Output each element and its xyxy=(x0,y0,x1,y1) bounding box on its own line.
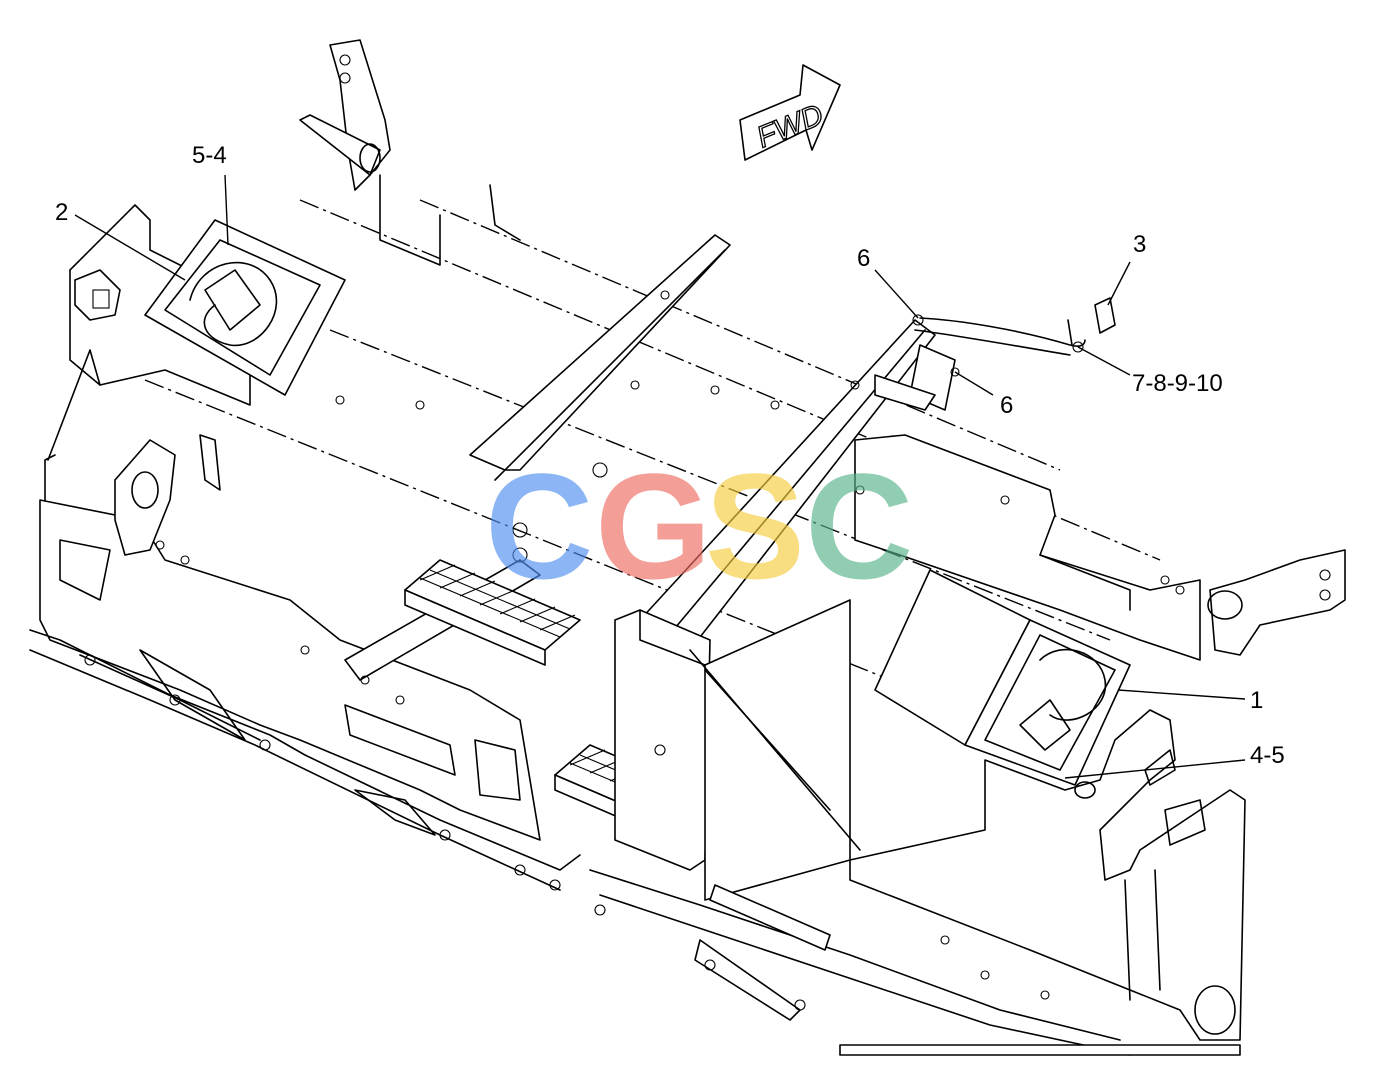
callout-7-8-9-10: 7-8-9-10 xyxy=(1132,370,1223,397)
callout-3: 3 xyxy=(1133,231,1146,258)
frame-drawing xyxy=(29,39,1346,1056)
callout-4-5: 4-5 xyxy=(1250,742,1285,769)
callout-1: 1 xyxy=(1250,687,1263,714)
forward-arrow-icon: FWD xyxy=(739,64,841,161)
watermark-letter-3: S xyxy=(705,442,805,610)
cgsc-watermark: C G S C xyxy=(485,442,913,610)
callout-labels: 5-4 2 6 3 6 7-8-9-10 1 4-5 xyxy=(55,142,1285,769)
watermark-letter-2: G xyxy=(595,442,712,610)
callout-2: 2 xyxy=(55,199,68,226)
upper-step-grate xyxy=(404,559,581,666)
callout-6-top: 6 xyxy=(857,245,870,272)
watermark-letter-1: C xyxy=(485,442,593,610)
callout-5-4: 5-4 xyxy=(192,142,227,169)
leader-lines xyxy=(74,174,1246,779)
callout-6-right: 6 xyxy=(1000,392,1013,419)
watermark-letter-4: C xyxy=(805,442,913,610)
hardware-holes xyxy=(84,290,1185,1011)
